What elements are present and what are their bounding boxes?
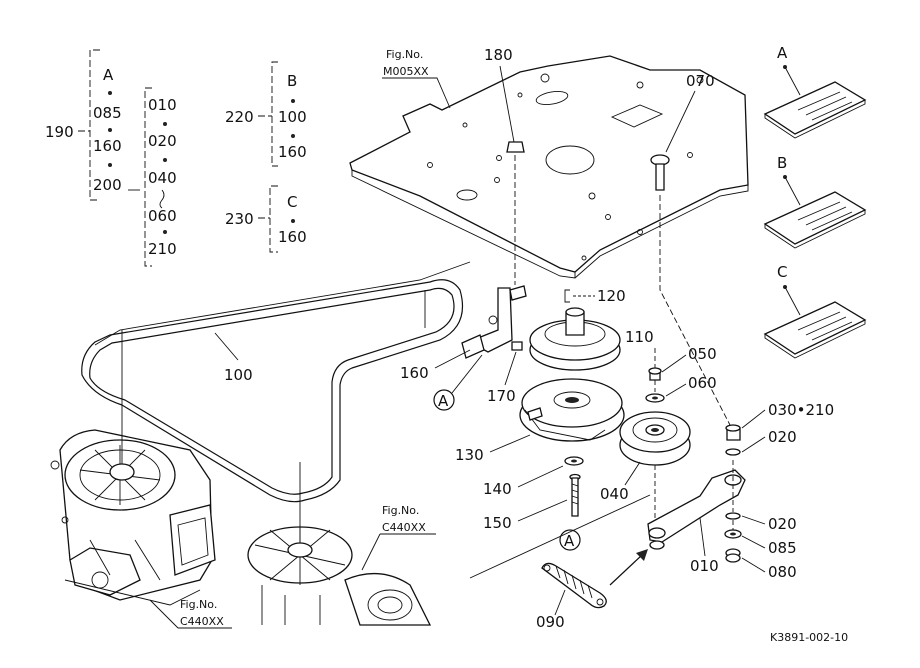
- callout-180: 180: [484, 46, 513, 64]
- callout-150: 150: [483, 514, 512, 532]
- callout-050: 050: [688, 345, 717, 363]
- sep-dot: [291, 99, 295, 103]
- callout-120: 120: [597, 287, 626, 305]
- group-190-item-a: A: [103, 66, 114, 84]
- motor-assembly: [247, 462, 432, 626]
- manual-a-label: A: [777, 44, 788, 62]
- group-220-item-b: B: [287, 72, 297, 90]
- callout-170: 170: [487, 387, 516, 405]
- group-190-item-010: 010: [148, 96, 177, 114]
- callout-100: 100: [224, 366, 253, 384]
- callout-140: 140: [483, 480, 512, 498]
- group-220-number: 220: [225, 108, 254, 126]
- callout-020-lower: 020: [768, 515, 797, 533]
- drawing-number: K3891-002-10: [770, 631, 848, 644]
- fig-ref-bottom: Fig.No. C440XX: [149, 598, 232, 629]
- group-190-item-085: 085: [93, 104, 122, 122]
- callout-040: 040: [600, 485, 629, 503]
- sep-dot: [108, 128, 112, 132]
- fig-ref-bottom-prefix: Fig.No.: [180, 598, 217, 611]
- sep-dot: [108, 163, 112, 167]
- sep-dot: [163, 158, 167, 162]
- sep-dot: [163, 230, 167, 234]
- part-110: 110: [625, 328, 656, 392]
- part-050: 050: [648, 345, 717, 381]
- part-150: 150: [483, 473, 581, 532]
- manual-b: B: [763, 154, 867, 249]
- part-010: 010: [647, 469, 746, 575]
- callout-080: 080: [768, 563, 797, 581]
- group-190-item-160: 160: [93, 137, 122, 155]
- manual-c: C: [763, 263, 867, 359]
- group-190-item-210: 210: [148, 240, 177, 258]
- sep-dot: [163, 122, 167, 126]
- callout-030-210: 030•210: [768, 401, 834, 419]
- part-060: 060: [645, 374, 717, 403]
- group-190-item-060: 060: [148, 207, 177, 225]
- fig-ref-mid-prefix: Fig.No.: [382, 504, 419, 517]
- part-120: 120: [564, 287, 626, 305]
- part-170: 170: [487, 341, 523, 405]
- part-140: 140: [483, 456, 584, 498]
- callout-160: 160: [400, 364, 429, 382]
- fig-ref-top-code: M005XX: [383, 65, 429, 78]
- callout-130: 130: [455, 446, 484, 464]
- mounting-plate: [349, 55, 749, 279]
- part-020-upper: 020: [725, 428, 797, 456]
- parts-group-230: 230 C 160: [225, 185, 307, 253]
- part-080: 080: [725, 460, 797, 581]
- fig-ref-mid: Fig.No. C440XX: [361, 504, 436, 571]
- sep-dot: [291, 134, 295, 138]
- fig-ref-top-prefix: Fig.No.: [386, 48, 423, 61]
- group-230-number: 230: [225, 210, 254, 228]
- part-030-210: 030•210: [725, 401, 834, 441]
- marker-a1: A: [433, 354, 483, 411]
- manual-a: A: [763, 44, 867, 139]
- engine-assembly: [50, 330, 216, 606]
- group-190-item-200: 200: [93, 176, 122, 194]
- group-230-item-c: C: [287, 193, 297, 211]
- fig-ref-mid-code: C440XX: [382, 521, 426, 534]
- callout-020-upper: 020: [768, 428, 797, 446]
- range-tilde: [159, 189, 165, 209]
- group-190-number: 190: [45, 123, 74, 141]
- group-190-item-020: 020: [148, 132, 177, 150]
- marker-a2-label: A: [564, 532, 575, 550]
- parts-group-220: 220 B 100 160: [225, 61, 307, 167]
- sep-dot: [108, 91, 112, 95]
- callout-070: 070: [686, 72, 715, 90]
- group-220-item-100: 100: [278, 108, 307, 126]
- callout-085: 085: [768, 539, 797, 557]
- part-040: 040: [600, 411, 691, 520]
- group-220-item-160: 160: [278, 143, 307, 161]
- part-180: 180: [484, 46, 525, 285]
- part-160: 160: [400, 285, 527, 382]
- upper-pulley: [529, 307, 621, 371]
- part-130: 130: [455, 378, 625, 464]
- callout-010: 010: [690, 557, 719, 575]
- fig-ref-top: Fig.No. M005XX: [382, 48, 451, 109]
- marker-a1-label: A: [438, 392, 449, 410]
- callout-110: 110: [625, 328, 654, 346]
- part-020-lower: 020: [725, 512, 797, 533]
- part-085: 085: [724, 529, 797, 557]
- group-230-item-160: 160: [278, 228, 307, 246]
- part-070: 070: [650, 72, 731, 426]
- part-090: A 090: [469, 494, 651, 631]
- fig-ref-bottom-code: C440XX: [180, 615, 224, 628]
- sep-dot: [291, 219, 295, 223]
- manual-b-label: B: [777, 154, 787, 172]
- callout-060: 060: [688, 374, 717, 392]
- belt-100: 100: [81, 261, 471, 503]
- group-190-item-040: 040: [148, 169, 177, 187]
- callout-090: 090: [536, 613, 565, 631]
- manual-c-label: C: [777, 263, 787, 281]
- parts-group-190: 190 A 085 160 200 010 020 040 060 210: [45, 49, 177, 267]
